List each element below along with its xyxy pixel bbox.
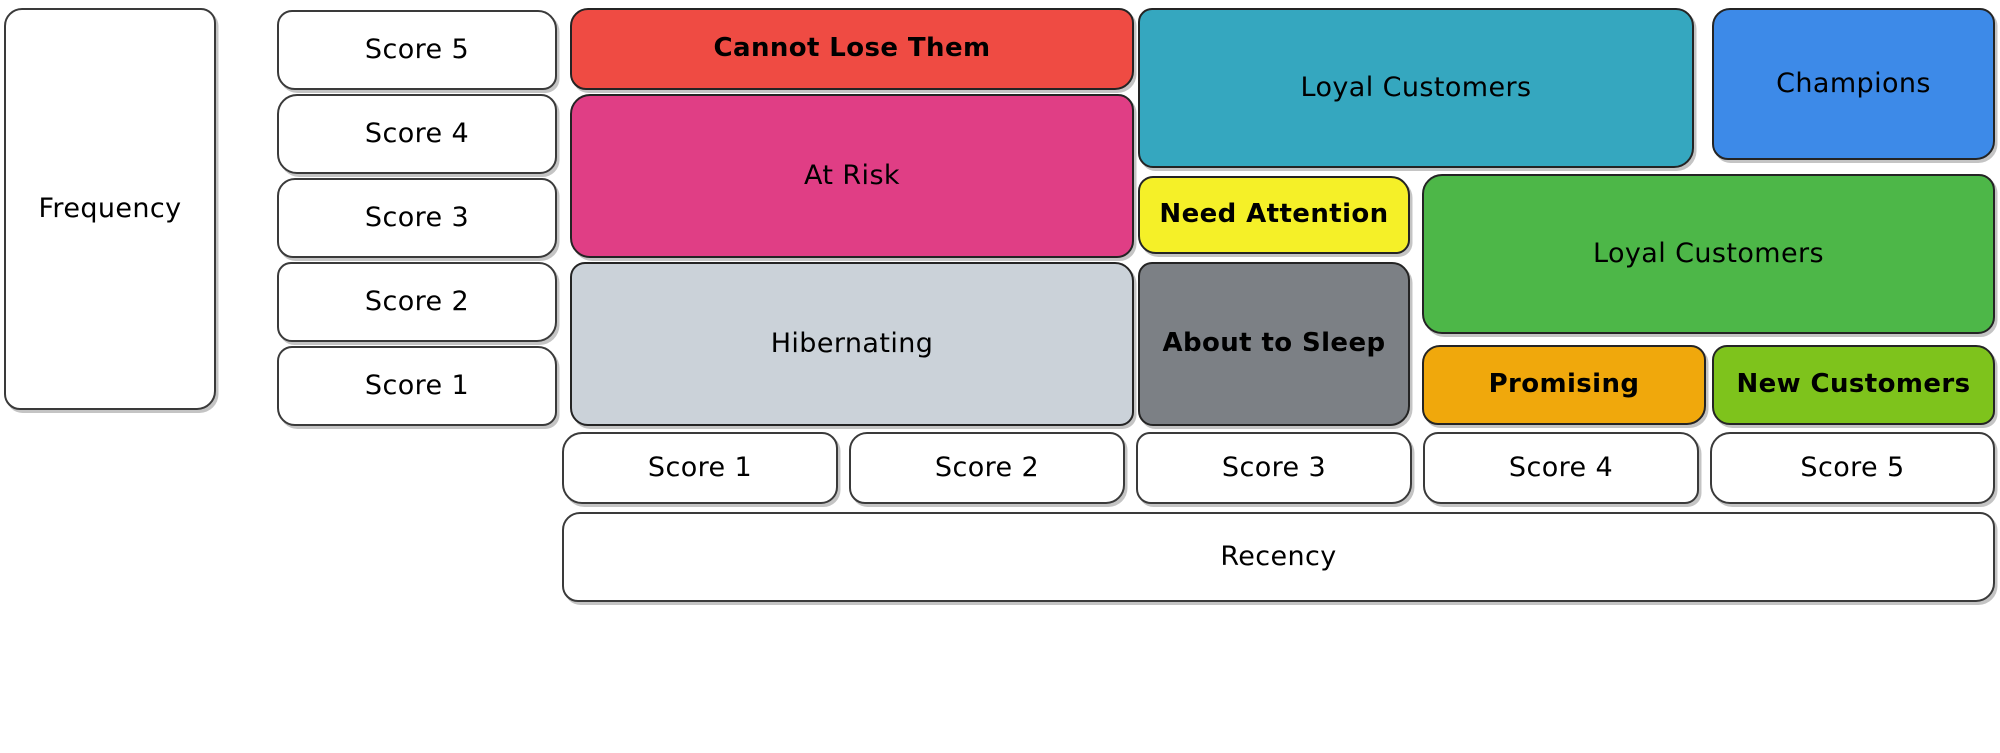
segment-loyal-customers-green-label: Loyal Customers bbox=[1593, 237, 1824, 269]
recency-axis-label: Recency bbox=[562, 512, 1995, 602]
recency-axis-text: Recency bbox=[1220, 540, 1337, 572]
recency-score-5-label: Score 5 bbox=[1800, 451, 1905, 483]
segment-new-customers[interactable]: New Customers bbox=[1712, 345, 1995, 425]
frequency-axis-text: Frequency bbox=[38, 192, 182, 224]
recency-score-4[interactable]: Score 4 bbox=[1423, 432, 1699, 504]
segment-promising-label: Promising bbox=[1488, 369, 1640, 400]
frequency-score-4[interactable]: Score 4 bbox=[277, 94, 557, 174]
segment-promising[interactable]: Promising bbox=[1422, 345, 1706, 425]
frequency-score-1-label: Score 1 bbox=[364, 369, 470, 401]
recency-score-3[interactable]: Score 3 bbox=[1136, 432, 1412, 504]
frequency-score-2[interactable]: Score 2 bbox=[277, 262, 557, 342]
frequency-axis-label: Frequency bbox=[4, 8, 216, 410]
segment-about-to-sleep[interactable]: About to Sleep bbox=[1138, 262, 1410, 426]
segment-need-attention[interactable]: Need Attention bbox=[1138, 176, 1410, 254]
segment-loyal-customers-teal[interactable]: Loyal Customers bbox=[1138, 8, 1694, 168]
segment-at-risk-label: At Risk bbox=[804, 159, 900, 191]
segment-champions[interactable]: Champions bbox=[1712, 8, 1995, 160]
recency-score-2[interactable]: Score 2 bbox=[849, 432, 1125, 504]
segment-loyal-customers-teal-label: Loyal Customers bbox=[1300, 71, 1532, 103]
frequency-score-1[interactable]: Score 1 bbox=[277, 346, 557, 426]
segment-need-attention-label: Need Attention bbox=[1159, 199, 1389, 230]
recency-score-2-label: Score 2 bbox=[934, 451, 1040, 483]
segment-loyal-customers-green[interactable]: Loyal Customers bbox=[1422, 174, 1995, 334]
segment-cannot-lose-them-label: Cannot Lose Them bbox=[713, 33, 991, 64]
segment-hibernating-label: Hibernating bbox=[770, 327, 934, 359]
frequency-score-3[interactable]: Score 3 bbox=[277, 178, 557, 258]
segment-cannot-lose-them[interactable]: Cannot Lose Them bbox=[570, 8, 1134, 90]
frequency-score-4-label: Score 4 bbox=[364, 117, 470, 149]
frequency-score-5-label: Score 5 bbox=[364, 33, 470, 65]
segment-new-customers-label: New Customers bbox=[1736, 369, 1971, 400]
frequency-score-3-label: Score 3 bbox=[364, 201, 470, 233]
recency-score-1-label: Score 1 bbox=[647, 451, 753, 483]
recency-score-4-label: Score 4 bbox=[1508, 451, 1614, 483]
recency-score-1[interactable]: Score 1 bbox=[562, 432, 838, 504]
segment-about-to-sleep-label: About to Sleep bbox=[1162, 328, 1386, 359]
frequency-score-2-label: Score 2 bbox=[364, 285, 470, 317]
recency-score-3-label: Score 3 bbox=[1221, 451, 1327, 483]
recency-score-5[interactable]: Score 5 bbox=[1710, 432, 1995, 504]
segment-at-risk[interactable]: At Risk bbox=[570, 94, 1134, 258]
segment-champions-label: Champions bbox=[1776, 67, 1931, 99]
frequency-score-5[interactable]: Score 5 bbox=[277, 10, 557, 90]
segment-hibernating[interactable]: Hibernating bbox=[570, 262, 1134, 426]
